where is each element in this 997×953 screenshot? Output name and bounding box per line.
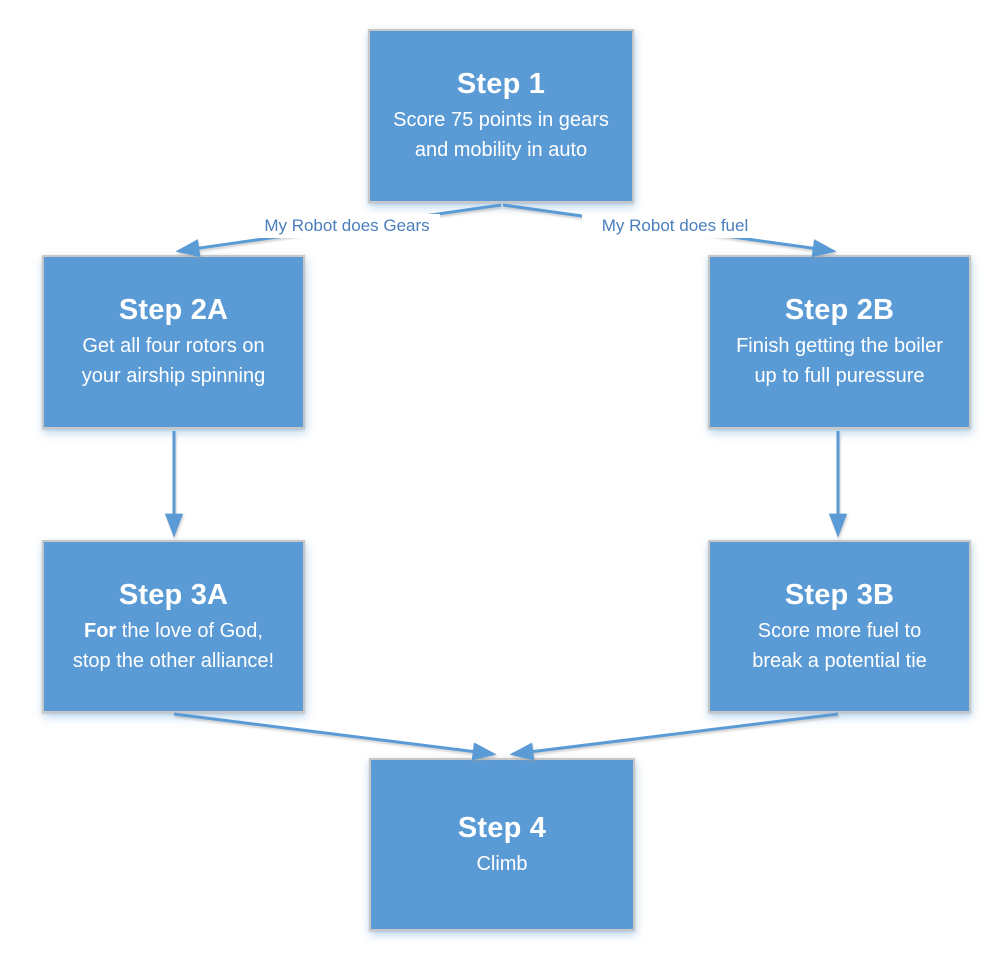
flow-node-step-3a: Step 3A For the love of God, stop the ot…: [42, 540, 305, 713]
node-title: Step 3B: [784, 578, 895, 611]
node-body: Finish getting the boiler up to full pur…: [736, 335, 943, 387]
edge-label-fuel: My Robot does fuel: [582, 214, 768, 238]
node-body: Score 75 points in gears and mobility in…: [393, 109, 609, 161]
arrow-step3b-to-step4: [509, 712, 839, 761]
flow-node-step-1: Step 1 Score 75 points in gears and mobi…: [368, 29, 634, 203]
node-body-bold-word: For: [84, 619, 117, 642]
node-body: Climb: [476, 852, 528, 875]
edge-label-gears: My Robot does Gears: [254, 214, 440, 238]
arrow-step3a-to-step4: [173, 712, 497, 761]
node-title: Step 2A: [118, 294, 229, 326]
flow-node-step-3b: Step 3B Score more fuel to break a poten…: [708, 540, 971, 713]
node-title: Step 3A: [118, 578, 229, 611]
flow-node-step-2a: Step 2A Get all four rotors on your airs…: [42, 255, 305, 429]
node-body: Score more fuel to break a potential tie: [752, 619, 927, 672]
node-body: For the love of God, stop the other alli…: [73, 616, 274, 676]
node-title: Step 2B: [784, 294, 895, 326]
flow-node-step-2b: Step 2B Finish getting the boiler up to …: [708, 255, 971, 429]
flow-node-step-4: Step 4 Climb: [369, 758, 635, 931]
node-body: Get all four rotors on your airship spin…: [81, 335, 266, 387]
node-body-rest: the love of God, stop the other alliance…: [72, 619, 275, 672]
node-title: Step 1: [456, 68, 546, 100]
node-title: Step 4: [457, 811, 547, 844]
